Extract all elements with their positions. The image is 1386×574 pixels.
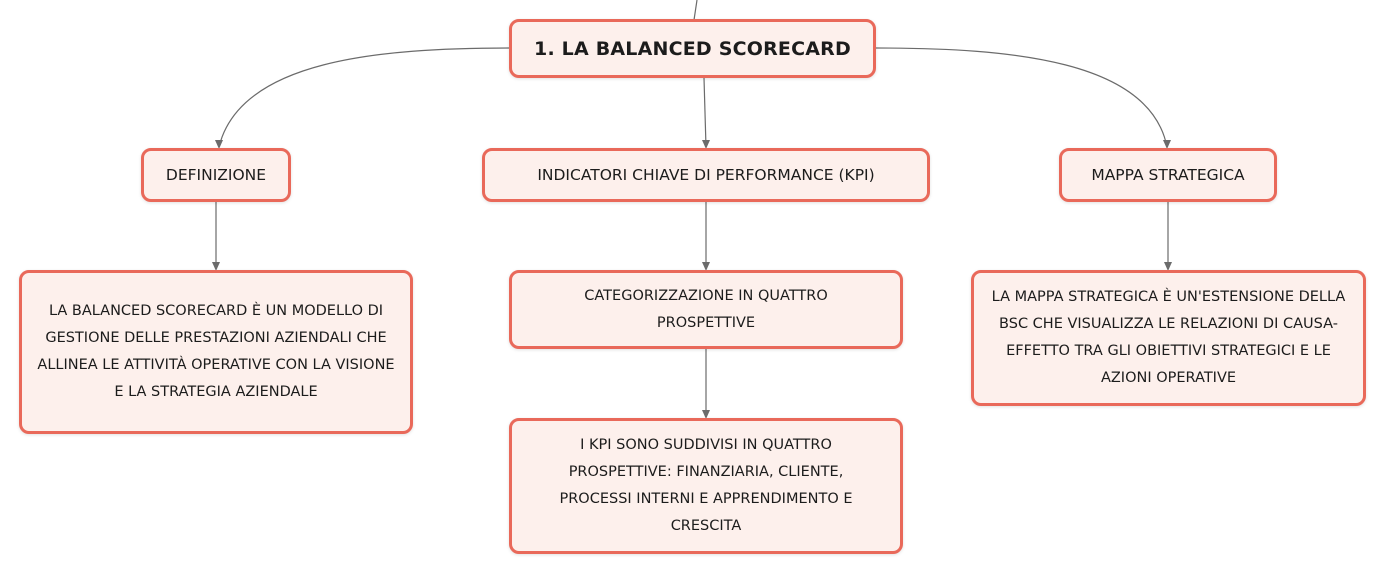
- leaf-node-kpi-prospettive[interactable]: I KPI SONO SUDDIVISI IN QUATTRO PROSPETT…: [509, 418, 903, 554]
- arrow-head: [702, 140, 710, 149]
- leaf-node-label: LA MAPPA STRATEGICA È UN'ESTENSIONE DELL…: [991, 289, 1346, 386]
- branch-node-label: INDICATORI CHIAVE DI PERFORMANCE (KPI): [537, 166, 875, 184]
- root-node-label: 1. LA BALANCED SCORECARD: [534, 37, 851, 60]
- branch-node-label: MAPPA STRATEGICA: [1091, 166, 1245, 184]
- leaf-node-label: I KPI SONO SUDDIVISI IN QUATTRO PROSPETT…: [559, 437, 853, 534]
- arrow-head: [1163, 140, 1171, 149]
- branch-node-kpi[interactable]: INDICATORI CHIAVE DI PERFORMANCE (KPI): [482, 148, 930, 202]
- branch-node-mappa-strategica[interactable]: MAPPA STRATEGICA: [1059, 148, 1277, 202]
- leaf-node-definizione[interactable]: LA BALANCED SCORECARD È UN MODELLO DI GE…: [19, 270, 413, 434]
- link-parent-to-root: [693, 0, 698, 21]
- leaf-node-mappa-strategica[interactable]: LA MAPPA STRATEGICA È UN'ESTENSIONE DELL…: [971, 270, 1366, 406]
- leaf-node-label: CATEGORIZZAZIONE IN QUATTRO PROSPETTIVE: [584, 287, 828, 331]
- root-node[interactable]: 1. LA BALANCED SCORECARD: [509, 19, 876, 78]
- branch-node-label: DEFINIZIONE: [165, 166, 267, 184]
- leaf-node-label: LA BALANCED SCORECARD È UN MODELLO DI GE…: [37, 303, 395, 400]
- branch-node-definizione[interactable]: DEFINIZIONE: [141, 148, 291, 202]
- arrow-head: [215, 140, 223, 149]
- arrow-head: [212, 262, 220, 271]
- arrow-head: [702, 262, 710, 271]
- arrow-head: [702, 410, 710, 419]
- leaf-node-categorizzazione[interactable]: CATEGORIZZAZIONE IN QUATTRO PROSPETTIVE: [509, 270, 903, 349]
- link-root-to-mappa: [875, 47, 1168, 148]
- link-root-to-definizione: [218, 47, 511, 148]
- link-root-to-kpi: [703, 77, 707, 148]
- arrow-head: [1164, 262, 1172, 271]
